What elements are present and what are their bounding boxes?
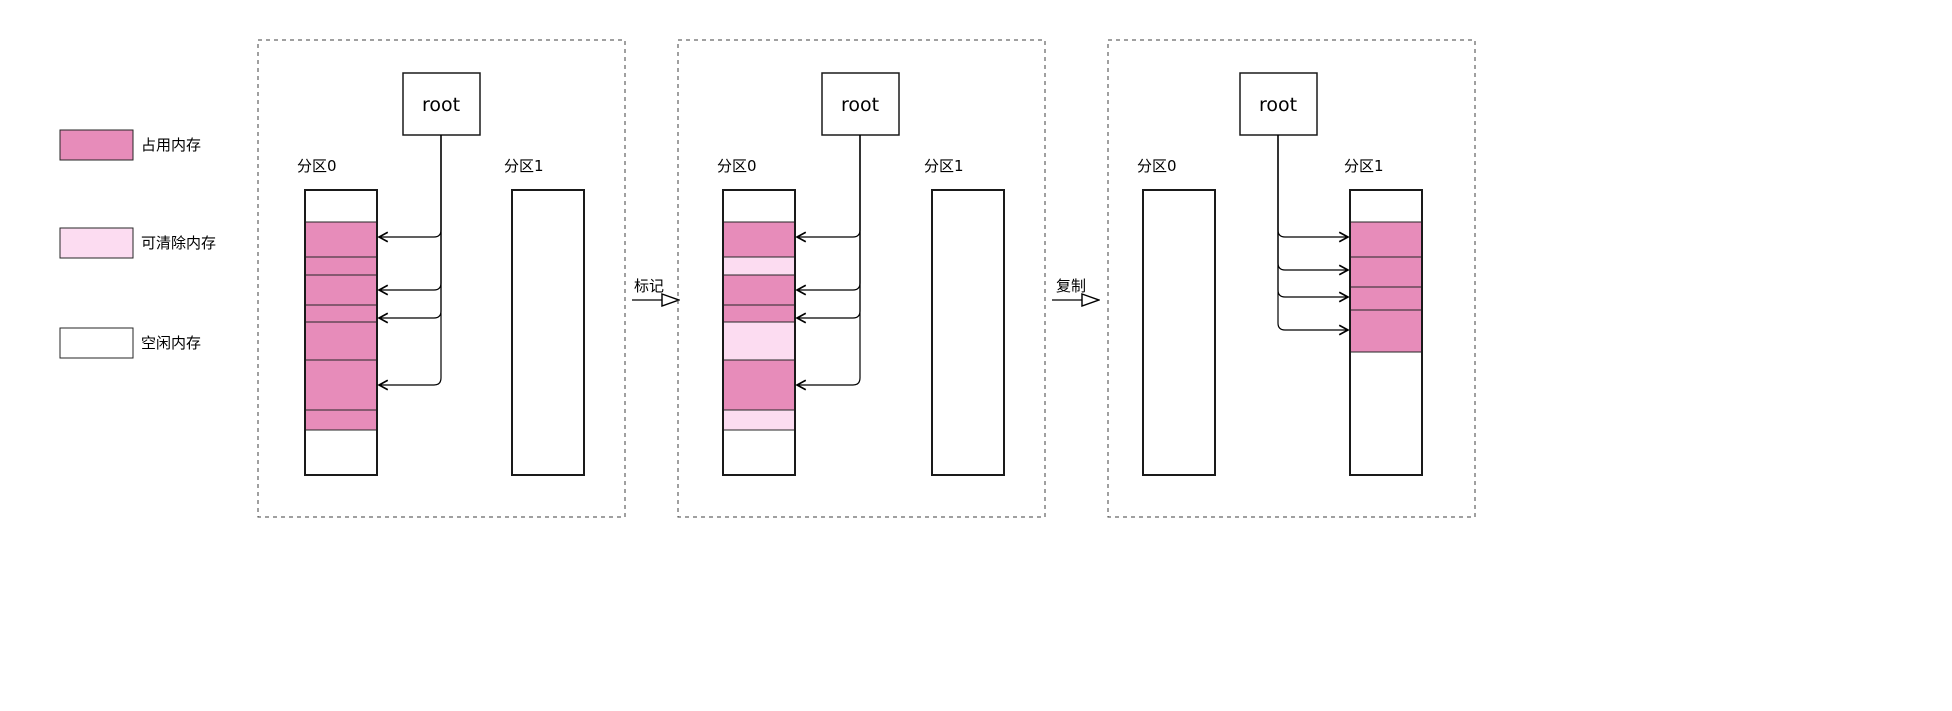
memory-segment bbox=[304, 304, 378, 323]
memory-segment bbox=[722, 304, 796, 323]
root-reference-arrow bbox=[797, 135, 861, 237]
memory-column-outline bbox=[304, 189, 378, 476]
legend-swatch-occupied bbox=[59, 129, 134, 161]
root-reference-arrows bbox=[379, 135, 442, 385]
legend-label-free: 空闲内存 bbox=[141, 334, 201, 352]
memory-column-outline bbox=[722, 189, 796, 476]
panel-boundary bbox=[677, 39, 1046, 518]
memory-segment bbox=[1349, 286, 1423, 311]
memory-segment bbox=[304, 409, 378, 431]
legend-swatch-clearable bbox=[59, 227, 134, 259]
root-reference-arrow bbox=[379, 135, 442, 290]
root-reference-arrow bbox=[1277, 135, 1348, 330]
memory-segment bbox=[304, 256, 378, 276]
root-reference-arrow bbox=[797, 135, 861, 385]
root-reference-arrow bbox=[379, 135, 442, 237]
transition-mark-label: 标记 bbox=[634, 277, 664, 295]
memory-segment bbox=[722, 321, 796, 361]
memory-segment bbox=[304, 359, 378, 411]
legend-label-occupied: 占用内存 bbox=[141, 136, 201, 154]
transition-mark: 标记 bbox=[632, 277, 664, 300]
root-reference-arrows bbox=[797, 135, 861, 385]
root-label: root bbox=[1259, 94, 1297, 116]
memory-segment bbox=[1349, 256, 1423, 288]
partition0-label: 分区0 bbox=[717, 157, 757, 175]
memory-segment bbox=[304, 189, 378, 223]
memory-segment bbox=[722, 409, 796, 431]
panel-copied: root 分区0 分区1 bbox=[1107, 39, 1476, 518]
memory-segment bbox=[1349, 221, 1423, 258]
partition0-label: 分区0 bbox=[1137, 157, 1177, 175]
legend-swatch-free bbox=[59, 327, 134, 359]
memory-segment bbox=[722, 274, 796, 306]
memory-segment bbox=[1349, 351, 1423, 476]
memory-column-partition0 bbox=[1142, 189, 1216, 476]
legend: 占用内存 可清除内存 空闲内存 bbox=[59, 129, 216, 359]
transition-copy-label: 复制 bbox=[1056, 277, 1086, 295]
memory-segment bbox=[1349, 309, 1423, 353]
root-reference-arrows bbox=[1277, 135, 1348, 330]
root-reference-arrow bbox=[1277, 135, 1348, 237]
legend-label-clearable: 可清除内存 bbox=[141, 234, 216, 252]
panel-boundary bbox=[257, 39, 626, 518]
memory-segment bbox=[722, 221, 796, 258]
root-reference-arrow bbox=[797, 135, 861, 290]
memory-segment bbox=[1349, 189, 1423, 223]
memory-segment bbox=[304, 321, 378, 361]
panel-initial: root 分区0 分区1 bbox=[257, 39, 626, 518]
panel-marked: root 分区0 分区1 bbox=[677, 39, 1046, 518]
memory-column-partition1 bbox=[931, 189, 1005, 476]
memory-segment bbox=[722, 189, 796, 223]
memory-segment bbox=[304, 429, 378, 476]
memory-segment bbox=[722, 429, 796, 476]
partition1-label: 分区1 bbox=[504, 157, 544, 175]
memory-column-partition1 bbox=[511, 189, 585, 476]
root-reference-arrow bbox=[379, 135, 442, 385]
memory-segment bbox=[304, 274, 378, 306]
root-label: root bbox=[422, 94, 460, 116]
partition0-label: 分区0 bbox=[297, 157, 337, 175]
memory-column-partition0 bbox=[304, 189, 378, 476]
memory-column-partition1 bbox=[1349, 189, 1423, 476]
root-box bbox=[821, 72, 900, 136]
root-reference-arrow bbox=[1277, 135, 1348, 270]
panel-boundary bbox=[1107, 39, 1476, 518]
root-reference-arrow bbox=[1277, 135, 1348, 297]
transition-copy: 复制 bbox=[1052, 277, 1086, 300]
memory-segment bbox=[304, 221, 378, 258]
memory-segment bbox=[722, 256, 796, 276]
memory-column-partition0 bbox=[722, 189, 796, 476]
partition1-label: 分区1 bbox=[924, 157, 964, 175]
partition1-label: 分区1 bbox=[1344, 157, 1384, 175]
root-label: root bbox=[841, 94, 879, 116]
memory-column-outline bbox=[1349, 189, 1423, 476]
root-box bbox=[402, 72, 481, 136]
memory-segment bbox=[722, 359, 796, 411]
